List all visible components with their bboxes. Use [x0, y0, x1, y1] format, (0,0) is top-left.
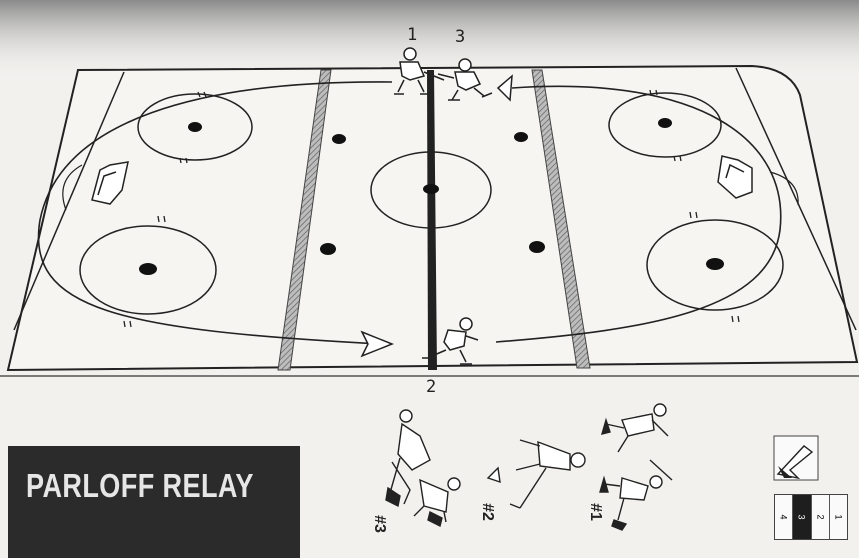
goal-line-left — [13, 71, 125, 331]
drill-title: PARLOFF RELAY — [26, 467, 254, 504]
legend-cell-1: 1 — [833, 514, 844, 520]
legend-cell-3: 3 — [793, 495, 812, 539]
faceoff-circle-top-right — [608, 92, 722, 158]
path-arrow-right — [360, 330, 395, 358]
player-label-3: 3 — [455, 27, 466, 47]
path-left-loop — [37, 81, 393, 345]
faceoff-circle-bottom-left — [79, 225, 217, 315]
faceoff-dots — [139, 118, 724, 275]
player-skating-icon — [394, 47, 493, 365]
blue-line-right — [531, 69, 591, 369]
sequence-label-3: #3 — [370, 515, 388, 533]
path-right-loop — [495, 85, 782, 343]
goal-crease-right — [769, 171, 799, 206]
blue-line-left — [277, 69, 332, 371]
sequence-illustrations — [385, 403, 673, 531]
title-banner — [8, 446, 300, 558]
legend-cell-4: 4 — [775, 495, 794, 539]
pylon-icon — [91, 155, 753, 205]
hockey-stick-icon — [773, 435, 819, 481]
center-circle — [370, 151, 492, 229]
skating-path — [37, 81, 782, 345]
period-legend: 4 3 2 1 — [774, 494, 848, 540]
sequence-label-2: #2 — [478, 503, 496, 521]
player-label-1: 1 — [407, 25, 418, 45]
goal-line-right — [735, 67, 857, 331]
sequence-label-1: #1 — [586, 503, 604, 521]
path-arrow-left — [496, 74, 513, 102]
faceoff-circle-top-left — [137, 93, 253, 161]
center-line — [427, 70, 437, 370]
player-label-2: 2 — [426, 377, 437, 397]
goal-crease-left — [62, 164, 83, 211]
legend-cell-2: 2 — [812, 495, 830, 539]
faceoff-circles — [79, 92, 784, 315]
faceoff-circle-bottom-right — [646, 219, 784, 311]
